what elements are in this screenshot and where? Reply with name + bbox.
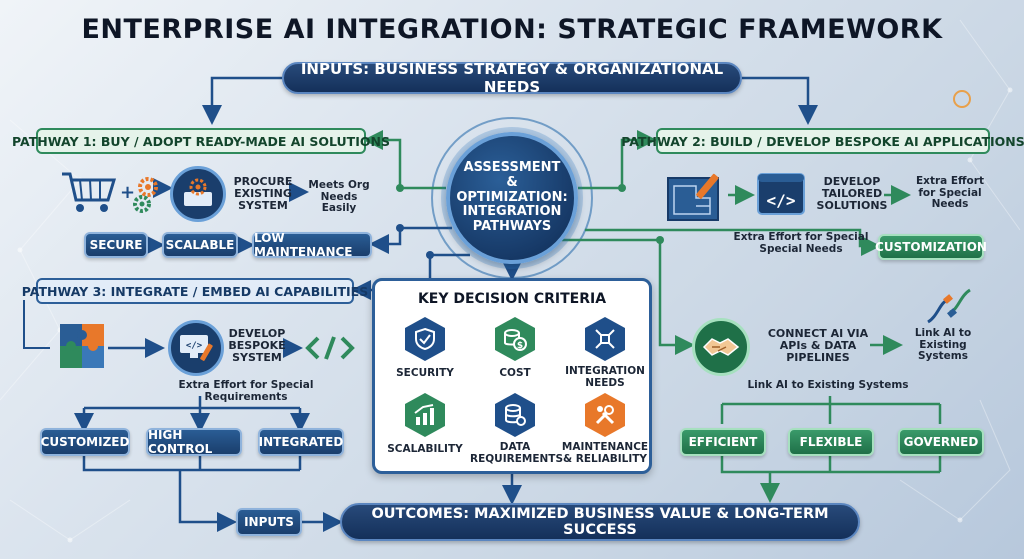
- network-nodes-icon: [585, 317, 625, 361]
- criteria-data-requirements-label: DATA REQUIREMENTS: [470, 441, 564, 466]
- integrated-pill: INTEGRATED: [258, 428, 344, 456]
- extra-effort-special-needs-right: Extra Effort for Special Needs: [916, 175, 984, 211]
- inputs-banner: INPUTS: BUSINESS STRATEGY & ORGANIZATION…: [282, 60, 742, 96]
- svg-text:</>: </>: [767, 191, 796, 210]
- develop-bespoke-system-label: DEVELOP BESPOKE SYSTEM: [228, 327, 286, 365]
- develop-tailored-solutions-label: DEVELOP TAILORED SOLUTIONS: [816, 175, 888, 213]
- bespoke-monitor-icon: </>: [168, 320, 224, 376]
- criteria-cost-label: COST: [499, 367, 531, 379]
- secure-pill: SECURE: [84, 232, 148, 258]
- coins-dollar-icon: $: [495, 317, 535, 361]
- connector-plugs-icon: [924, 286, 974, 326]
- scalable-pill: SCALABLE: [162, 232, 238, 258]
- svg-text:+: +: [120, 182, 135, 203]
- growth-bars-icon: [405, 393, 445, 437]
- puzzle-icon: [56, 320, 108, 372]
- code-window-icon: </>: [756, 170, 806, 218]
- customization-pill: CUSTOMIZATION: [875, 234, 987, 260]
- svg-text:$: $: [517, 341, 523, 351]
- inputs-bottom-pill: INPUTS: [236, 508, 302, 536]
- meets-org-needs-label: Meets Org Needs Easily: [308, 179, 370, 215]
- extra-effort-special-requirements: Extra Effort for Special Requirements: [178, 379, 314, 403]
- shopping-cart-icon: [60, 170, 118, 216]
- link-ai-existing-systems-below: Link AI to Existing Systems: [747, 379, 909, 391]
- customized-pill: CUSTOMIZED: [40, 428, 130, 456]
- database-gear-icon: [495, 393, 535, 437]
- criteria-integration-needs-label: INTEGRATION NEEDS: [565, 365, 645, 390]
- link-ai-existing-systems-right: Link AI to Existing Systems: [914, 327, 972, 363]
- code-brackets-icon: [304, 334, 356, 362]
- criteria-title: KEY DECISION CRITERIA: [417, 291, 607, 307]
- gears-icon: +: [120, 174, 164, 214]
- outcomes-banner: OUTCOMES: MAXIMIZED BUSINESS VALUE & LON…: [340, 503, 860, 541]
- high-control-pill: HIGH CONTROL: [146, 428, 242, 456]
- blueprint-pencil-icon: [666, 170, 726, 224]
- criteria-maintenance-reliability-label: MAINTENANCE & RELIABILITY: [561, 441, 649, 466]
- pathway3-header: PATHWAY 3: INTEGRATE / EMBED AI CAPABILI…: [22, 278, 368, 304]
- procure-existing-system-label: PROCURE EXISTING SYSTEM: [233, 175, 293, 213]
- page-title: ENTERPRISE AI INTEGRATION: STRATEGIC FRA…: [81, 14, 943, 45]
- governed-pill: GOVERNED: [898, 428, 984, 456]
- criteria-security-label: SECURITY: [396, 367, 454, 379]
- pathway2-header: PATHWAY 2: BUILD / DEVELOP BESPOKE AI AP…: [621, 128, 1024, 154]
- svg-text:</>: </>: [186, 341, 203, 351]
- efficient-pill: EFFICIENT: [680, 428, 766, 456]
- criteria-scalability-label: SCALABILITY: [387, 443, 463, 455]
- flexible-pill: FLEXIBLE: [788, 428, 874, 456]
- center-assessment-circle: ASSESSMENT & OPTIMIZATION: INTEGRATION P…: [446, 132, 578, 264]
- shield-check-icon: [405, 317, 445, 361]
- low-maintenance-pill: LOW MAINTENANCE: [252, 231, 372, 259]
- procure-system-icon: [170, 166, 226, 222]
- pathway1-header: PATHWAY 1: BUY / ADOPT READY-MADE AI SOL…: [12, 128, 390, 154]
- extra-effort-special-needs-left: Extra Effort for Special Special Needs: [733, 231, 869, 255]
- wrench-tools-icon: [585, 393, 625, 437]
- connect-ai-label: CONNECT AI VIA APIs & DATA PIPELINES: [767, 327, 869, 365]
- handshake-icon: [692, 318, 750, 376]
- key-decision-criteria-panel: KEY DECISION CRITERIA SECURITY $ COST IN…: [372, 278, 652, 474]
